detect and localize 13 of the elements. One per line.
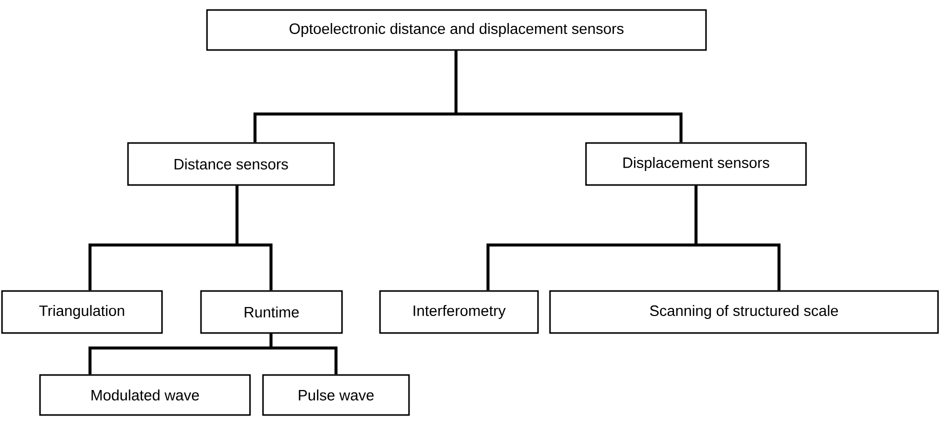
category-box: Interferometry (379, 290, 539, 334)
category-box: Pulse wave (262, 374, 410, 416)
connector-line (236, 186, 272, 290)
category-box: Runtime (200, 290, 343, 334)
category-box: Optoelectronic distance and displacement sensors (206, 9, 707, 51)
connector-line (270, 334, 338, 374)
connector-line (694, 186, 780, 290)
category-box: Modulated wave (39, 374, 251, 416)
category-box: Triangulation (1, 290, 163, 334)
category-box: Distance sensors (127, 142, 335, 186)
connector-line (454, 50, 682, 142)
category-box: Displacement sensors (585, 142, 807, 186)
category-box: Scanning of structured scale (549, 290, 939, 334)
